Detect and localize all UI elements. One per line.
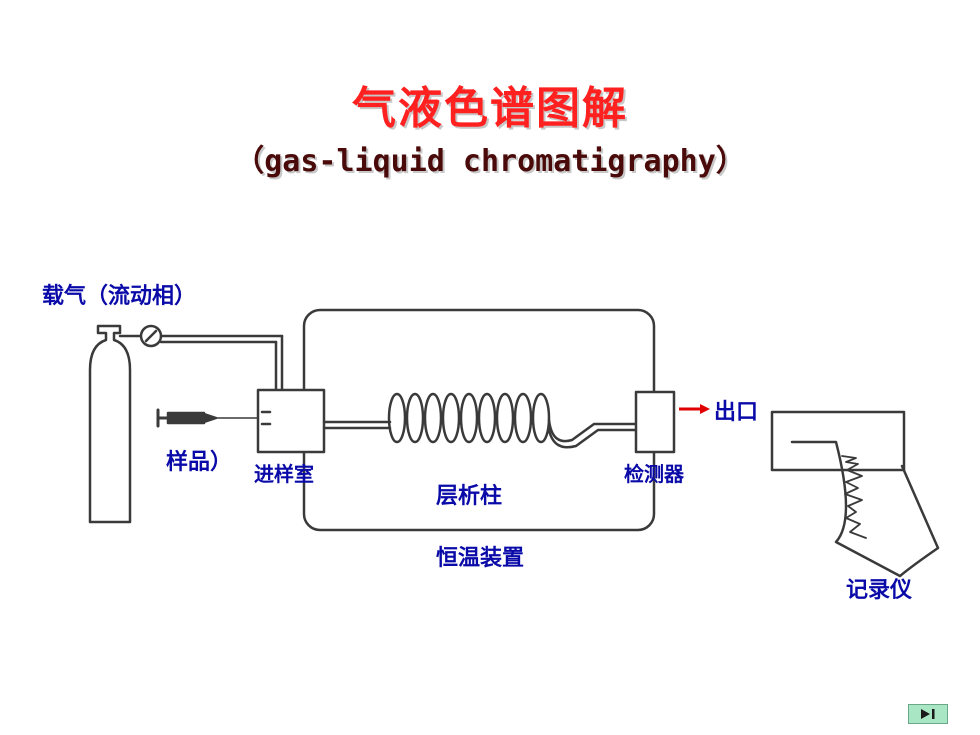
next-slide-button[interactable]	[908, 704, 948, 724]
column-coil	[322, 392, 638, 449]
label-recorder: 记录仪	[846, 578, 913, 603]
label-column: 层析柱	[436, 484, 503, 509]
pressure-gauge	[118, 324, 284, 394]
label-outlet: 出口	[714, 400, 759, 425]
syringe-icon	[156, 408, 259, 428]
detector-box	[634, 390, 676, 454]
injection-chamber-box	[256, 388, 326, 454]
label-sample: 样品）	[166, 450, 233, 475]
gas-cylinder	[88, 324, 132, 524]
slide-title: 气液色谱图解	[352, 83, 628, 134]
label-injection-chamber: 进样室	[254, 462, 314, 486]
recorder	[770, 410, 940, 578]
slide-subtitle: （gas-liquid chromatigraphy）	[234, 144, 746, 179]
label-thermostat: 恒温装置	[436, 546, 525, 571]
play-next-icon	[921, 709, 935, 719]
label-detector: 检测器	[624, 462, 684, 486]
outlet-arrow-icon	[679, 404, 710, 414]
label-carrier-gas: 载气（流动相）	[42, 284, 197, 309]
